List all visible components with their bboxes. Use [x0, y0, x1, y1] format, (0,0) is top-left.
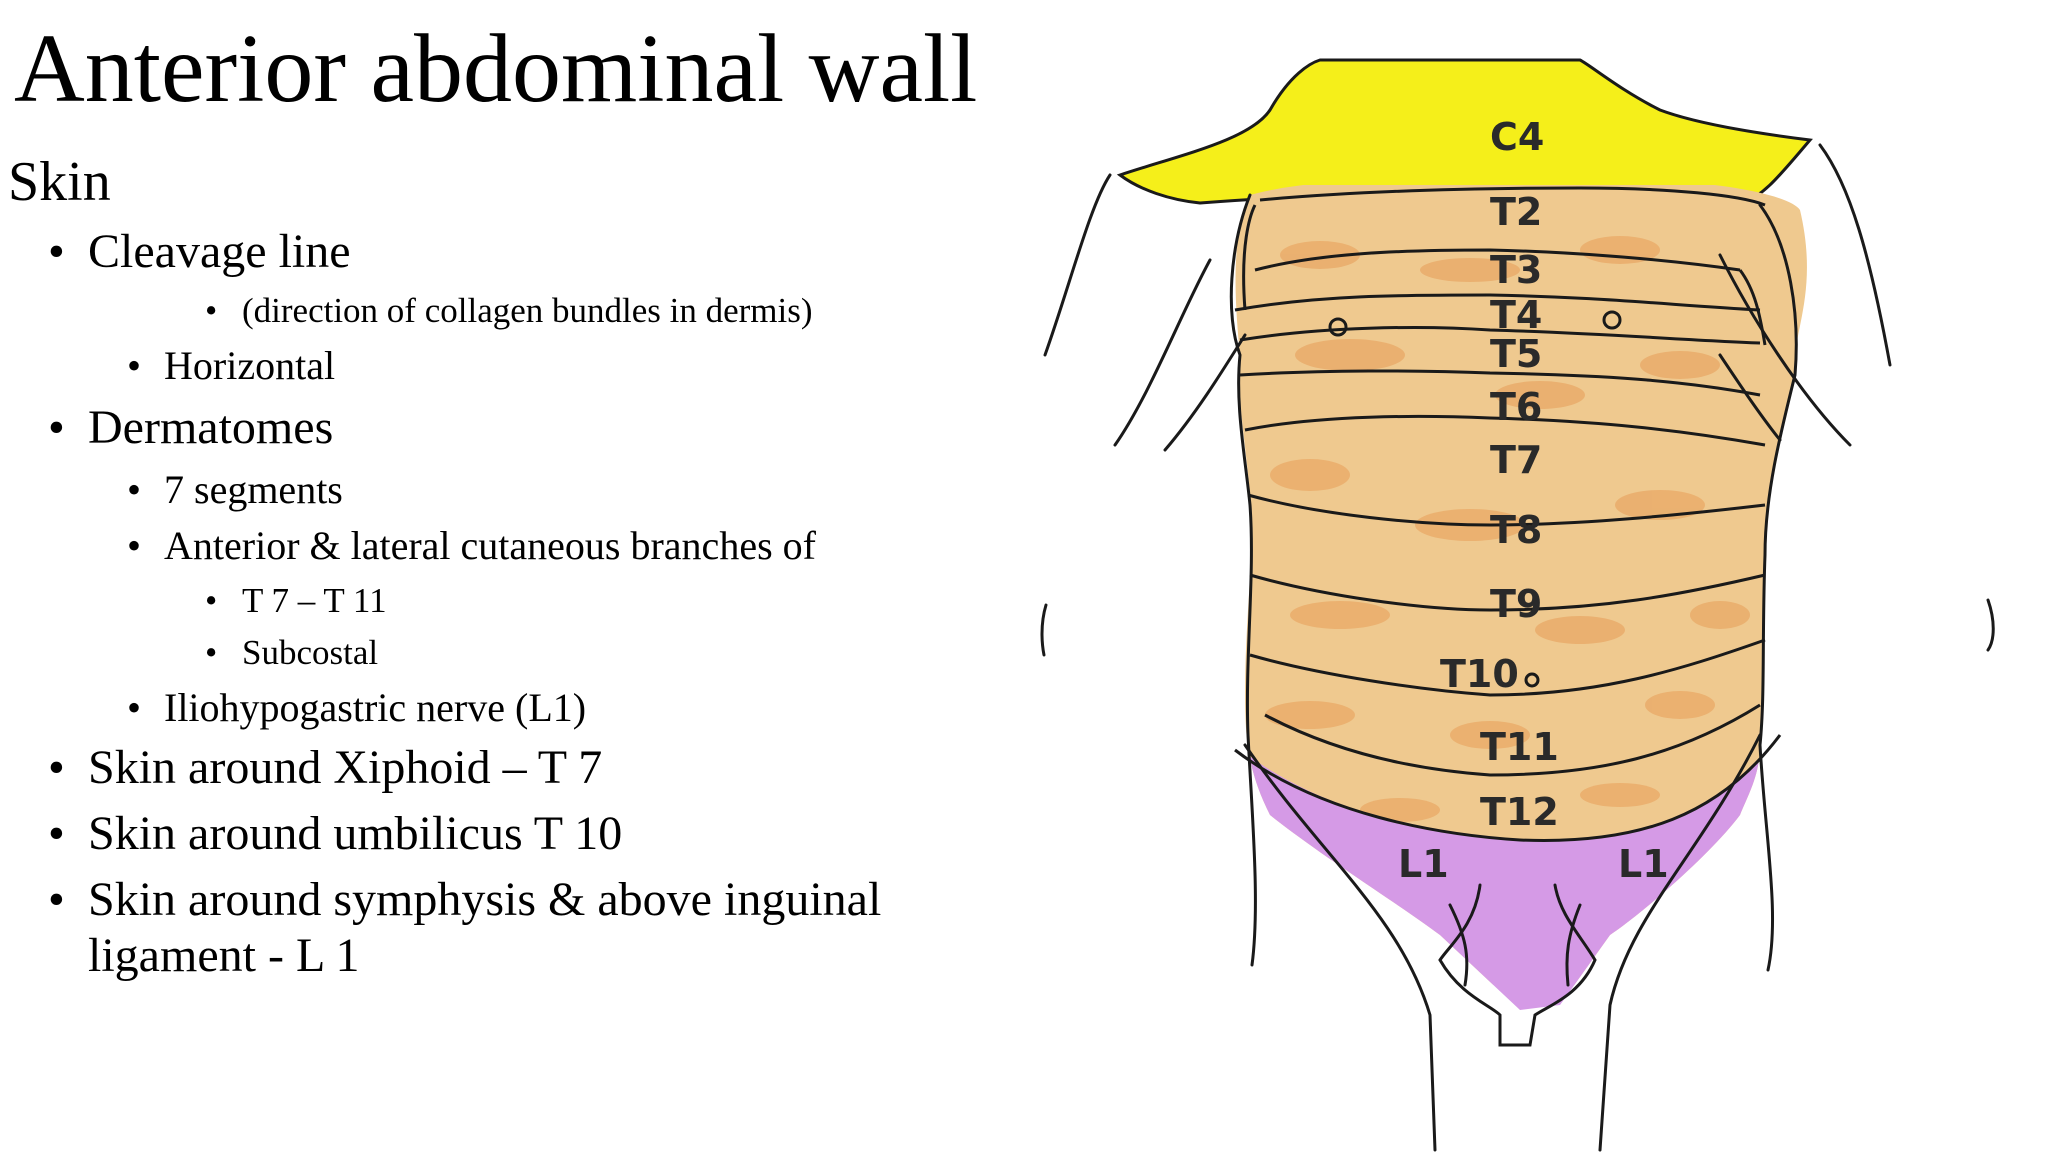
- label-t12: T12: [1480, 790, 1559, 834]
- label-t4: T4: [1490, 293, 1542, 337]
- bullet-marker: •: [48, 807, 65, 860]
- bullet-text: Skin around Xiphoid – T 7: [88, 741, 603, 794]
- bullet-text: T 7 – T 11: [242, 581, 387, 620]
- bullet-marker: •: [48, 873, 65, 926]
- label-t10: T10: [1440, 652, 1519, 696]
- bullet-text: Skin around symphysis & above inguinal: [88, 873, 882, 926]
- bullet-text: (direction of collagen bundles in dermis…: [242, 291, 813, 330]
- bullet-text: Horizontal: [164, 343, 336, 388]
- bullet-marker: •: [48, 225, 65, 278]
- left-nipple: [1328, 317, 1348, 337]
- right-nipple: [1602, 310, 1622, 330]
- label-t6: T6: [1490, 385, 1542, 429]
- bullet-text: Skin around umbilicus T 10: [88, 807, 623, 860]
- label-t5: T5: [1490, 332, 1542, 376]
- label-t2: T2: [1490, 190, 1542, 234]
- bullet-marker: •: [205, 291, 218, 330]
- c4-region: [1116, 58, 1813, 207]
- bullet-text: Subcostal: [242, 633, 379, 672]
- bullet-marker: •: [127, 685, 142, 730]
- slide-title: Anterior abdominal wall: [14, 15, 978, 123]
- section-heading: Skin: [8, 151, 111, 213]
- label-t3: T3: [1490, 248, 1542, 292]
- bullet-marker: •: [127, 467, 142, 512]
- bullet-marker: •: [48, 401, 65, 454]
- bullet-marker: •: [48, 741, 65, 794]
- bullet-marker: •: [127, 343, 142, 388]
- label-t11: T11: [1480, 725, 1559, 769]
- bullet-text: ligament - L 1: [88, 929, 360, 982]
- bullet-marker: •: [205, 581, 218, 620]
- label-t9: T9: [1490, 582, 1542, 626]
- label-c4: C4: [1490, 115, 1544, 159]
- label-l1-right: L1: [1618, 842, 1669, 886]
- umbilicus: [1524, 672, 1540, 688]
- dermatome-boundaries: [1234, 186, 1782, 843]
- label-t7: T7: [1490, 438, 1542, 482]
- dermatome-diagram: C4 T2 T3 T4 T5 T6 T7 T8 T9 T10 T11 T12 L…: [1020, 55, 2020, 1152]
- bullet-text: 7 segments: [164, 467, 343, 512]
- bullet-text: Anterior & lateral cutaneous branches of: [164, 523, 816, 568]
- bullet-text: Cleavage line: [88, 225, 351, 278]
- bullet-text: Iliohypogastric nerve (L1): [164, 685, 587, 730]
- bullet-marker: •: [127, 523, 142, 568]
- label-l1-left: L1: [1398, 842, 1449, 886]
- body-landmarks: [1328, 310, 1622, 688]
- dermatome-svg: C4 T2 T3 T4 T5 T6 T7 T8 T9 T10 T11 T12 L…: [1040, 58, 1995, 1152]
- label-t8: T8: [1490, 508, 1542, 552]
- bullet-marker: •: [205, 633, 218, 672]
- bullet-text: Dermatomes: [88, 401, 334, 454]
